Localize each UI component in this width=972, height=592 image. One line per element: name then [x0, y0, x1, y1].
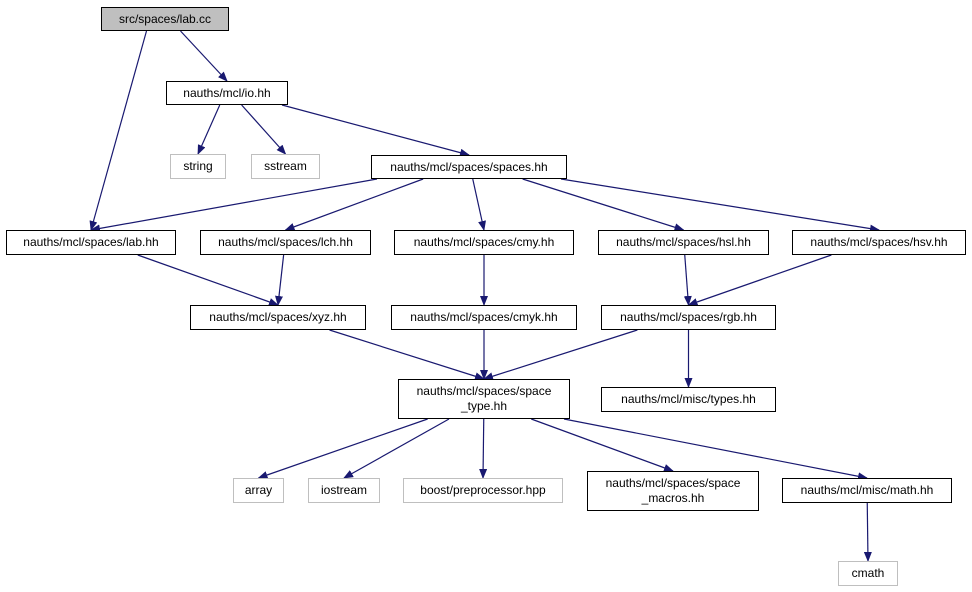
node-label: nauths/mcl/spaces/rgb.hh: [620, 310, 757, 324]
edge-spaces_hh-to-lch_hh: [284, 178, 424, 231]
node-cmyk-hh[interactable]: nauths/mcl/spaces/cmyk.hh: [391, 305, 577, 330]
edge-hsv_hh-to-rgb_hh: [687, 254, 832, 306]
node-io-hh[interactable]: nauths/mcl/io.hh: [166, 81, 288, 105]
node-space-macros-hh[interactable]: nauths/mcl/spaces/space _macros.hh: [587, 471, 759, 511]
edge-spaces_hh-to-hsv_hh: [560, 178, 880, 233]
node-label: sstream: [264, 159, 307, 173]
node-label: nauths/mcl/spaces/hsv.hh: [810, 235, 948, 249]
node-spaces-hh[interactable]: nauths/mcl/spaces/spaces.hh: [371, 155, 567, 179]
edge-spaces_hh-to-cmy_hh: [472, 178, 486, 231]
node-lch-hh[interactable]: nauths/mcl/spaces/lch.hh: [200, 230, 371, 255]
node-boost-preprocessor-hpp: boost/preprocessor.hpp: [403, 478, 563, 503]
node-label: iostream: [320, 483, 367, 497]
edge-lch_hh-to-xyz_hh: [275, 254, 285, 306]
node-hsv-hh[interactable]: nauths/mcl/spaces/hsv.hh: [792, 230, 966, 255]
node-lab-hh[interactable]: nauths/mcl/spaces/lab.hh: [6, 230, 176, 255]
node-sstream: sstream: [251, 154, 320, 179]
node-label-line1: nauths/mcl/spaces/space: [416, 384, 552, 398]
edge-space_type_hh-to-array: [257, 418, 428, 479]
node-label: nauths/mcl/spaces/spaces.hh: [390, 159, 548, 174]
node-iostream: iostream: [308, 478, 380, 503]
node-string: string: [170, 154, 226, 179]
node-label-line2: _macros.hh: [641, 491, 705, 505]
node-math-hh[interactable]: nauths/mcl/misc/math.hh: [782, 478, 952, 503]
node-label: nauths/mcl/io.hh: [183, 85, 271, 100]
node-label: boost/preprocessor.hpp: [420, 483, 546, 497]
node-src-spaces-lab-cc: src/spaces/lab.cc: [101, 7, 229, 31]
node-label: nauths/mcl/spaces/xyz.hh: [209, 310, 347, 324]
node-cmath: cmath: [838, 561, 898, 586]
node-array: array: [233, 478, 284, 503]
edge-lab_cc-to-lab_hh: [89, 30, 148, 231]
node-label: nauths/mcl/misc/math.hh: [800, 483, 934, 497]
edge-space_type_hh-to-iostream: [343, 418, 450, 479]
edge-hsl_hh-to-rgb_hh: [683, 254, 692, 306]
edge-rgb_hh-to-space_type_hh: [483, 329, 638, 381]
edge-spaces_hh-to-hsl_hh: [522, 178, 685, 232]
node-label-line1: nauths/mcl/spaces/space: [605, 476, 741, 490]
node-label: array: [244, 483, 273, 497]
edge-io_hh-to-string: [197, 104, 221, 155]
edge-space_type_hh-to-boost_pp: [479, 418, 488, 479]
node-label: string: [183, 159, 213, 173]
edge-xyz_hh-to-space_type_hh: [329, 329, 485, 381]
node-rgb-hh[interactable]: nauths/mcl/spaces/rgb.hh: [601, 305, 776, 330]
edge-math_hh-to-cmath: [863, 502, 872, 562]
node-label: nauths/mcl/spaces/cmyk.hh: [410, 310, 558, 324]
node-space-type-hh[interactable]: nauths/mcl/spaces/space _type.hh: [398, 379, 570, 419]
edge-lab_cc-to-io_hh: [180, 30, 228, 82]
node-label: cmath: [851, 566, 885, 580]
node-label: nauths/mcl/spaces/lch.hh: [218, 235, 353, 249]
node-label: nauths/mcl/misc/types.hh: [621, 392, 756, 406]
node-label: nauths/mcl/spaces/cmy.hh: [413, 235, 555, 249]
node-label: nauths/mcl/spaces/lab.hh: [23, 235, 159, 249]
node-types-hh[interactable]: nauths/mcl/misc/types.hh: [601, 387, 776, 412]
node-xyz-hh[interactable]: nauths/mcl/spaces/xyz.hh: [190, 305, 366, 330]
node-label: nauths/mcl/spaces/hsl.hh: [616, 235, 751, 249]
node-hsl-hh[interactable]: nauths/mcl/spaces/hsl.hh: [598, 230, 769, 255]
node-cmy-hh[interactable]: nauths/mcl/spaces/cmy.hh: [394, 230, 574, 255]
edge-space_type_hh-to-math_hh: [563, 418, 868, 481]
edge-spaces_hh-to-lab_hh: [90, 178, 378, 233]
edge-space_type_hh-to-space_macros_hh: [531, 418, 674, 472]
node-label: src/spaces/lab.cc: [118, 11, 212, 26]
node-label-line2: _type.hh: [460, 399, 508, 413]
edge-io_hh-to-spaces_hh: [281, 104, 470, 157]
edge-io_hh-to-sstream: [241, 104, 287, 155]
edge-lab_hh-to-xyz_hh: [137, 254, 279, 306]
